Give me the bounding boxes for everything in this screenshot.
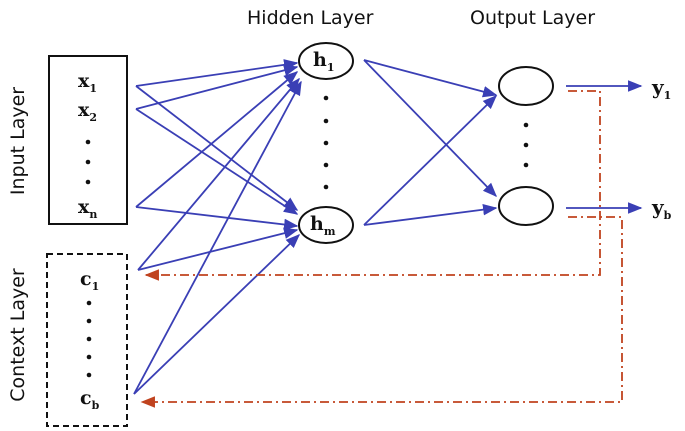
context-ellipsis [86, 300, 92, 378]
edge-cb-hm [133, 234, 301, 395]
hidden-layer-title: Hidden Layer [247, 7, 374, 29]
context-layer-box [46, 253, 128, 427]
hidden-ellipsis [323, 95, 329, 190]
input-ellipsis [85, 139, 91, 185]
edge-x2-h1 [135, 64, 299, 110]
context-node-c1: c1 [80, 268, 99, 293]
edge-xn-hm [135, 206, 299, 231]
edge-c1-h1 [137, 77, 300, 271]
input-layer-title: Input Layer [7, 87, 29, 195]
input-layer-box [48, 55, 128, 225]
input-to-hidden-connections [133, 59, 302, 395]
input-node-x2: x2 [78, 99, 97, 124]
edge-hm-ob [363, 203, 498, 226]
edge-x1-h1 [135, 59, 299, 87]
hidden-node-h1-circle [298, 42, 354, 80]
output-arrows [566, 80, 643, 214]
edge-c1-hm [137, 227, 299, 271]
output-layer-title: Output Layer [470, 7, 595, 29]
edge-cb-h1 [133, 80, 302, 395]
hidden-node-hm: hm [310, 213, 336, 238]
output-node-b [498, 186, 554, 226]
context-layer-title: Context Layer [7, 268, 29, 402]
edge-hm-o1 [363, 94, 498, 226]
feedback-connections [140, 90, 623, 408]
feedback-yb-to-cb [140, 216, 623, 408]
context-node-cb: cb [80, 387, 100, 412]
hidden-node-h1: h1 [313, 49, 334, 74]
input-node-x1: x1 [78, 70, 97, 95]
edge-xn-h1 [135, 71, 299, 208]
edge-h1-o1 [363, 59, 498, 98]
output-ellipsis [523, 122, 529, 168]
output-node-1 [498, 66, 554, 106]
output-label-y1: y1 [651, 75, 671, 102]
edge-x1-hm [135, 85, 299, 211]
feedback-y1-to-c1 [144, 90, 601, 281]
edge-h1-ob [363, 59, 498, 198]
edge-x2-hm [135, 108, 299, 215]
input-node-xn: xn [78, 196, 97, 221]
output-label-yb: yb [651, 195, 672, 222]
hidden-to-output-connections [363, 59, 498, 226]
hidden-node-hm-circle [298, 206, 354, 244]
